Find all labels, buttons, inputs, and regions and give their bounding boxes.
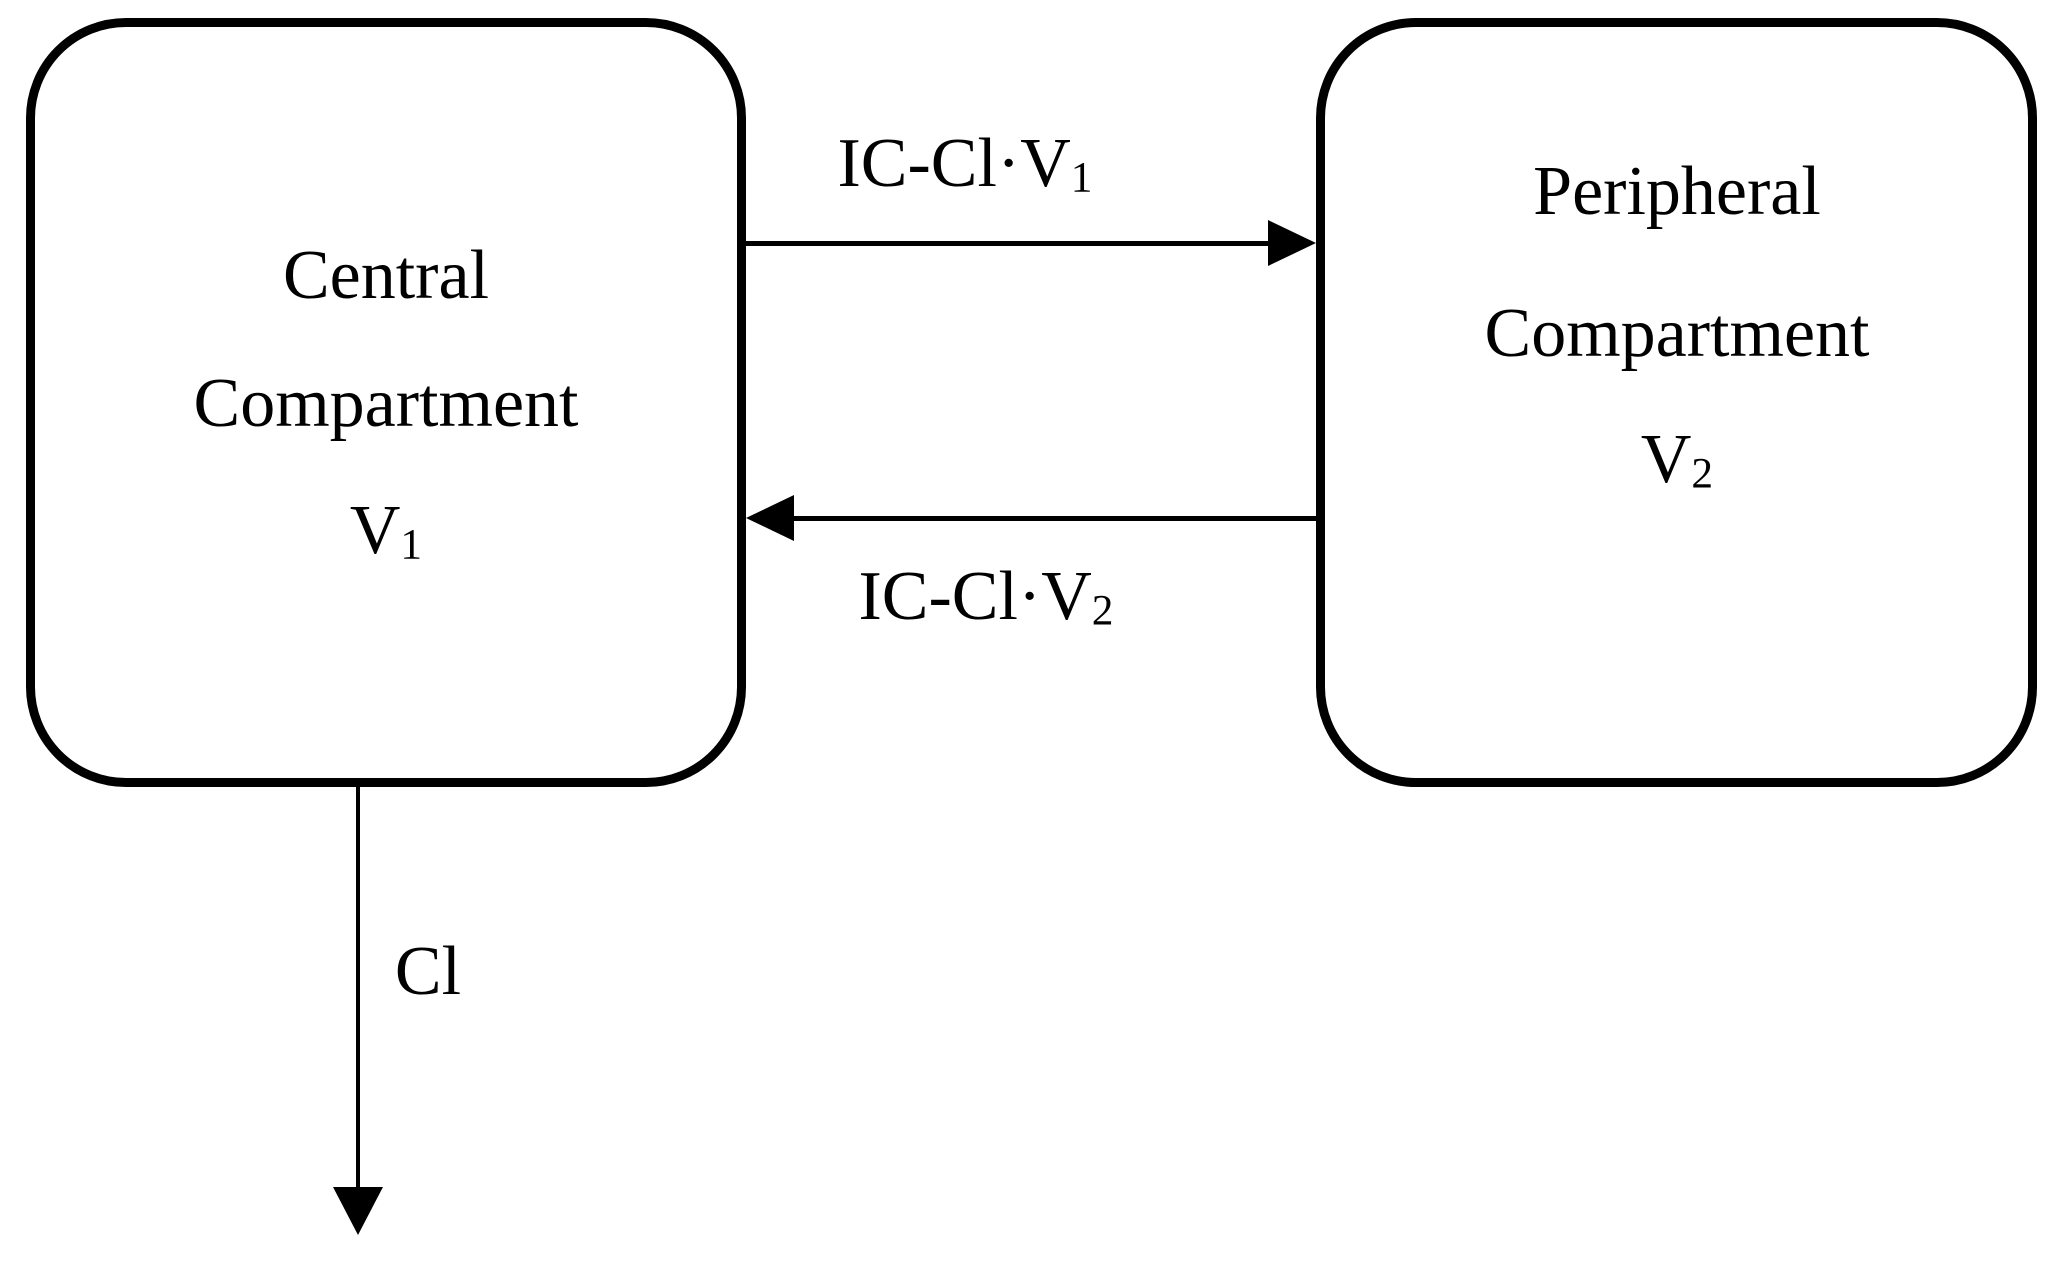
central-compartment-title-line2: Compartment — [193, 365, 579, 442]
backward-label-subscript: 2 — [1091, 586, 1114, 635]
peripheral-compartment-title-line2: Compartment — [1484, 295, 1870, 372]
arrow-peripheral-to-central-line — [794, 516, 1316, 521]
central-compartment-volume: V1 — [350, 496, 422, 567]
peripheral-volume-symbol: V — [1640, 421, 1692, 498]
peripheral-volume-subscript: 2 — [1691, 449, 1714, 498]
arrow-central-to-peripheral-line — [746, 241, 1272, 246]
central-volume-symbol: V — [349, 492, 401, 569]
peripheral-compartment-box — [1316, 18, 2037, 787]
arrow-peripheral-to-central-label: IC-Cl·V2 — [858, 562, 1113, 633]
arrowhead-down-icon — [333, 1187, 383, 1235]
central-compartment-title-line1: Central — [282, 237, 490, 314]
forward-label-main: IC-Cl·V — [837, 125, 1071, 202]
arrow-elimination-line — [356, 787, 360, 1187]
central-volume-subscript: 1 — [400, 520, 423, 569]
peripheral-compartment-title-line1: Peripheral — [1533, 153, 1821, 230]
forward-label-subscript: 1 — [1070, 153, 1093, 202]
backward-label-main: IC-Cl·V — [858, 558, 1092, 635]
peripheral-compartment-volume: V2 — [1641, 425, 1713, 496]
arrowhead-right-icon — [1268, 220, 1316, 266]
arrow-elimination-label: Cl — [394, 933, 462, 1010]
central-compartment-box — [26, 18, 746, 787]
arrow-central-to-peripheral-label: IC-Cl·V1 — [837, 129, 1092, 200]
arrowhead-left-icon — [746, 495, 794, 541]
